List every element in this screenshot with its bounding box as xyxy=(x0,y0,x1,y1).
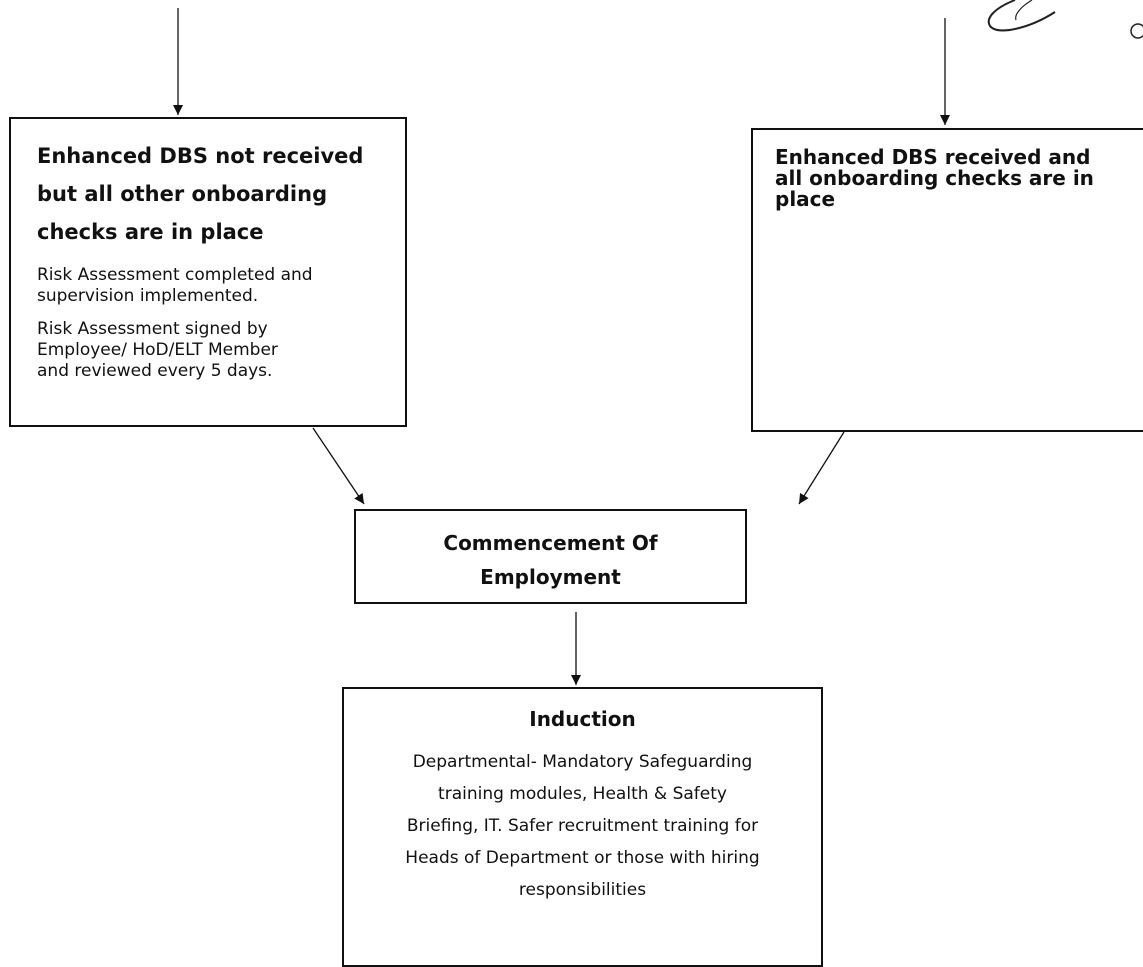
note-line: Employee/ HoD/ELT Member xyxy=(37,340,278,360)
body-line: Departmental- Mandatory Safeguarding xyxy=(412,752,753,772)
title-line: checks are in place xyxy=(37,220,264,244)
note-line: supervision implemented. xyxy=(37,286,259,306)
body-line: Briefing, IT. Safer recruitment training… xyxy=(406,816,759,836)
commencement-box: Commencement Of Employment xyxy=(354,509,747,604)
body-line: responsibilities xyxy=(518,880,647,900)
commencement-title: Commencement Of Employment xyxy=(356,526,745,594)
dbs-not-received-title: Enhanced DBS not received but all other … xyxy=(37,137,389,251)
dbs-not-received-box: Enhanced DBS not received but all other … xyxy=(9,117,407,427)
title-line: Commencement Of xyxy=(443,531,658,555)
arrow-dbs-received-to-commencement xyxy=(798,431,845,505)
body-line: training modules, Health & Safety xyxy=(438,784,727,804)
risk-assessment-note: Risk Assessment completed and supervisio… xyxy=(37,265,389,307)
induction-description: Departmental- Mandatory Safeguarding tra… xyxy=(344,746,821,906)
note-line: Risk Assessment signed by xyxy=(37,319,268,339)
dbs-received-box: Enhanced DBS received and all onboarding… xyxy=(751,128,1143,432)
title-line: all onboarding checks are in xyxy=(775,166,1094,190)
title-line: Employment xyxy=(480,565,621,589)
note-line: and reviewed every 5 days. xyxy=(37,361,273,381)
title-line: but all other onboarding xyxy=(37,182,328,206)
arrow-dbs-not-received-to-commencement xyxy=(312,427,365,505)
title-line: place xyxy=(775,187,836,211)
risk-assessment-review-note: Risk Assessment signed by Employee/ HoD/… xyxy=(37,319,389,382)
note-line: Risk Assessment completed and xyxy=(37,265,313,285)
induction-box: Induction Departmental- Mandatory Safegu… xyxy=(342,687,823,967)
title-line: Enhanced DBS received and xyxy=(775,145,1091,169)
induction-title: Induction xyxy=(529,707,636,731)
body-line: Heads of Department or those with hiring xyxy=(405,848,760,868)
title-line: Enhanced DBS not received xyxy=(37,144,364,168)
dbs-received-title: Enhanced DBS received and all onboarding… xyxy=(775,147,1137,210)
